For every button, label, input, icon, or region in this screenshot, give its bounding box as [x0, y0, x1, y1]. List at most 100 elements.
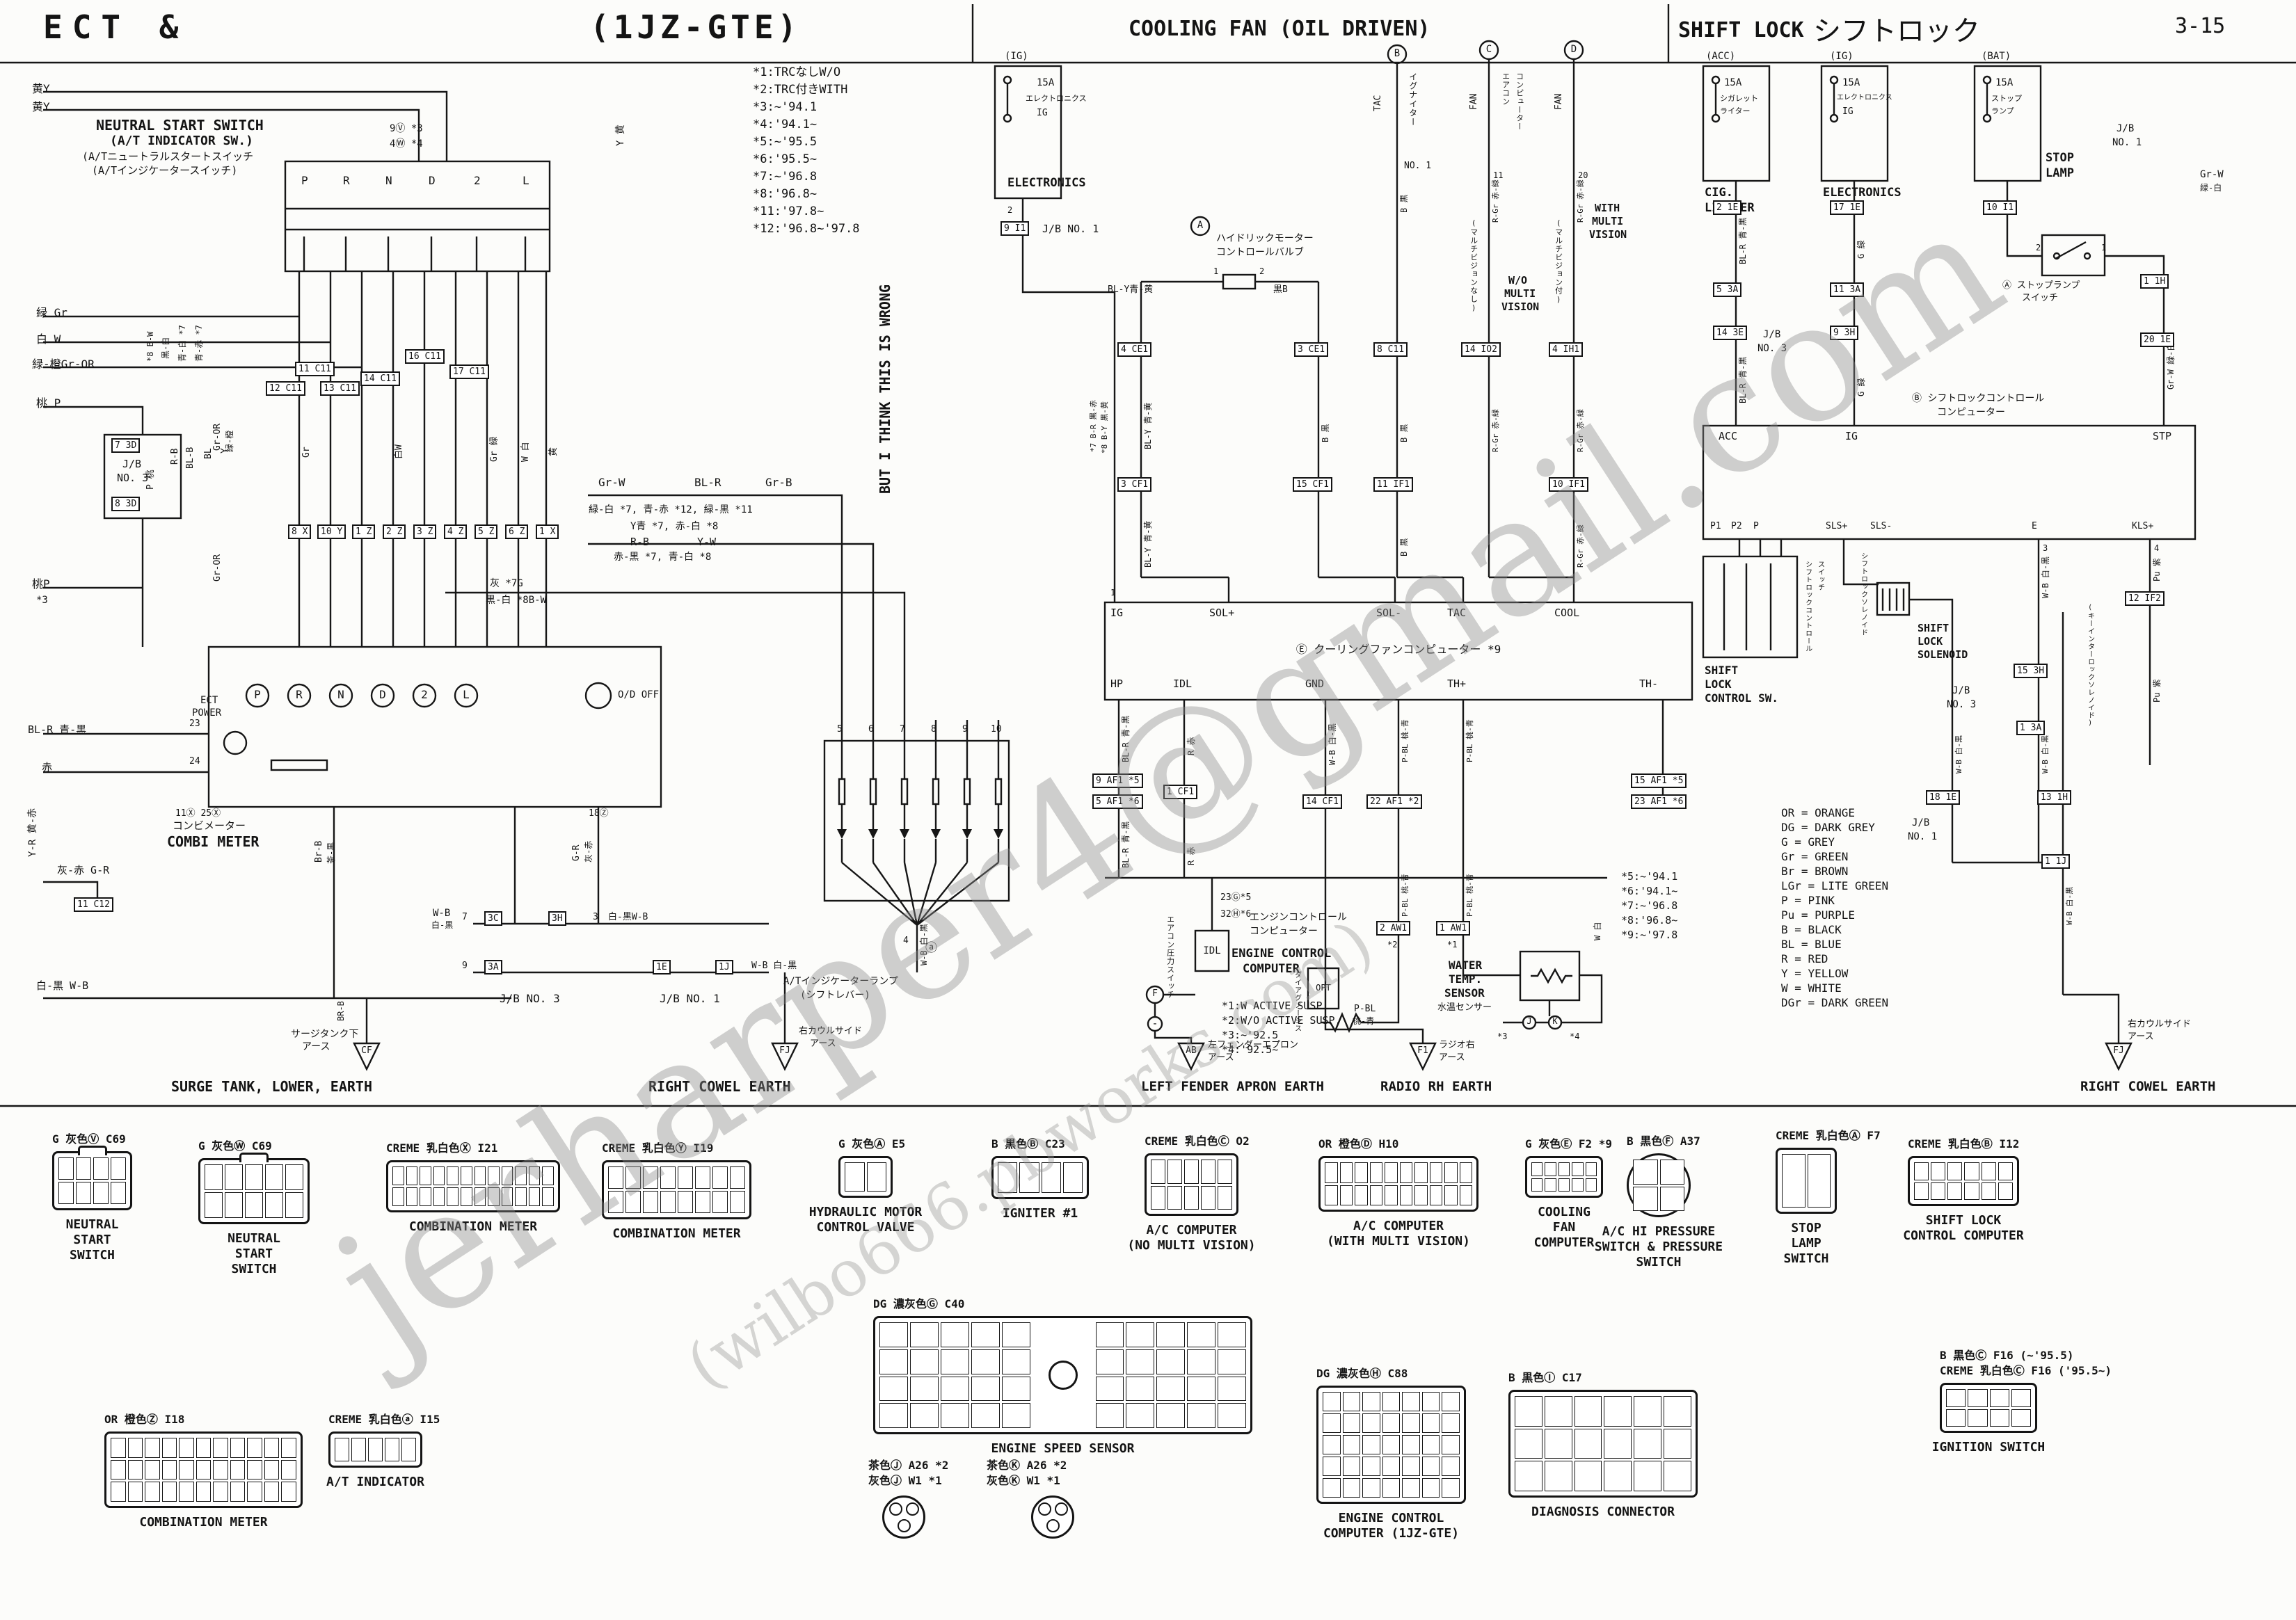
connector-pin: [1444, 1162, 1458, 1183]
diagram-label: ストップ: [1991, 94, 2022, 103]
diagram-label: 23Ⓖ*5: [1220, 892, 1252, 903]
connector-pin: [1342, 1457, 1361, 1476]
note-line: *9:~'97.8: [1621, 929, 1678, 941]
connector-pin: [1399, 1162, 1412, 1183]
diagram-label: J/B NO. 1: [1042, 223, 1099, 235]
connector-pin: [433, 1187, 445, 1206]
diagram-label: 水温センサー: [1437, 1002, 1492, 1013]
connector-pin: [1585, 1178, 1597, 1192]
diagram-label: TEMP.: [1449, 972, 1483, 986]
diagram-label: POWER: [192, 707, 222, 719]
diagram-label: RADIO RH EARTH: [1380, 1079, 1492, 1094]
diagram-label: Y 黄: [615, 125, 626, 146]
diagram-label: 2: [1259, 266, 1265, 276]
diagram-label: 6: [868, 724, 874, 735]
connector-pin: [940, 1403, 969, 1428]
connector-pin: [230, 1482, 246, 1502]
diagram-label: A/Tインジケーターランプ: [783, 976, 898, 987]
connector-pin: [1442, 1392, 1460, 1411]
diagram-label: *4: [1570, 1032, 1580, 1041]
connector-pin: [1218, 1185, 1232, 1210]
diagram-label: Br-B: [314, 840, 324, 863]
diagram-label: P-BL: [1354, 1004, 1376, 1014]
diagram-label: STOP: [2046, 151, 2074, 165]
connector-ref-label: 11 IF1: [1373, 477, 1413, 492]
diagram-label: 黄Y: [32, 100, 50, 113]
connector-pin: [76, 1157, 91, 1180]
connector-pin: [1444, 1185, 1458, 1205]
diagram-label: 桃P: [32, 577, 50, 591]
connector-pin: [1402, 1435, 1420, 1454]
connector-name: A/C COMPUTER(WITH MULTI VISION): [1327, 1219, 1470, 1249]
diagram-label: (A/Tニュートラルスタートスイッチ: [82, 150, 254, 163]
connector-pin: [420, 1187, 431, 1206]
diagram-label: B 黒: [1399, 538, 1409, 556]
connector-pin: [76, 1182, 91, 1204]
connector-pin: [1323, 1435, 1341, 1454]
connector-pin: [1515, 1396, 1542, 1427]
connector-pin: [196, 1438, 212, 1458]
connector-pin: [695, 1166, 710, 1189]
connector-pin: [127, 1438, 143, 1458]
diagram-label: J/B: [1763, 329, 1781, 340]
diagram-label: NO. 3: [1757, 343, 1787, 354]
connector-pin: [1323, 1413, 1341, 1433]
connector-body: [873, 1316, 1252, 1434]
connector-ref-label: 20 1E: [2140, 332, 2175, 347]
connector-pin: [1574, 1461, 1602, 1491]
connector-ref-label: 12 C11: [266, 381, 305, 396]
connector-pin: [488, 1166, 500, 1185]
connector-pin: [1369, 1162, 1382, 1183]
connector-pin: [127, 1459, 143, 1480]
connector-pin: [1355, 1185, 1368, 1205]
diagram-label: CIG.: [1705, 186, 1733, 200]
connector-pin: [501, 1187, 513, 1206]
connector-pin: [161, 1482, 177, 1502]
diagram-label: アース: [2128, 1032, 2154, 1042]
connector-pin: [1634, 1428, 1662, 1459]
connector-ref-label: 14 CF1: [1302, 794, 1342, 809]
diagram-label: FAN: [1469, 93, 1479, 110]
connector-pin: [501, 1166, 513, 1185]
diagram-label: SLS+: [1826, 521, 1848, 531]
diagram-label: 15A: [1724, 77, 1742, 88]
diagram-label: (IG): [1830, 51, 1853, 62]
connector-pin: [460, 1166, 472, 1185]
connector-ref-label: 1E: [653, 960, 671, 975]
connector-ref-label: 1 3A: [2016, 721, 2046, 735]
connector-oval: [1031, 1495, 1074, 1539]
connector-pin: [1187, 1322, 1216, 1347]
connector-body: [991, 1156, 1089, 1199]
diagram-label: 9Ⓥ *3: [390, 123, 423, 134]
connector-pin: [1544, 1396, 1572, 1427]
connector-pin: [179, 1459, 194, 1480]
diagram-label: P: [1753, 521, 1759, 531]
connector-pin: [1382, 1478, 1401, 1498]
connector-pin: [1604, 1396, 1632, 1427]
connector-pin: [265, 1192, 283, 1218]
diagram-label: FAN: [1554, 93, 1564, 110]
connector-ref-label: 9 3H: [1830, 326, 1859, 340]
diagram-label: J/B NO. 3: [500, 992, 560, 1005]
connector-pin: [1342, 1435, 1361, 1454]
diagram-label: N: [337, 688, 344, 701]
connector-pin: [285, 1192, 303, 1218]
connector-ref-label: 3C: [484, 911, 502, 926]
connector-pin: [1218, 1349, 1246, 1374]
connector-pin: [1429, 1162, 1442, 1183]
diagram-label: P: [254, 688, 261, 701]
connector-pin: [1062, 1162, 1083, 1193]
diagram-label: エンジンコントロール: [1250, 912, 1347, 923]
connector-pin: [406, 1187, 418, 1206]
connector-pin: [1167, 1185, 1182, 1210]
diagram-label: OPT: [1316, 983, 1331, 993]
connector-pin: [1382, 1435, 1401, 1454]
diagram-label: SOL+: [1209, 607, 1235, 619]
connector-ref-label: 14 C11: [360, 371, 400, 386]
note-line: *7:~'96.8: [753, 170, 818, 184]
connector-ref-label: 4 CE1: [1117, 342, 1152, 357]
diagram-label: SHIFT: [1918, 622, 1950, 634]
diagram-label: 2: [474, 174, 481, 187]
